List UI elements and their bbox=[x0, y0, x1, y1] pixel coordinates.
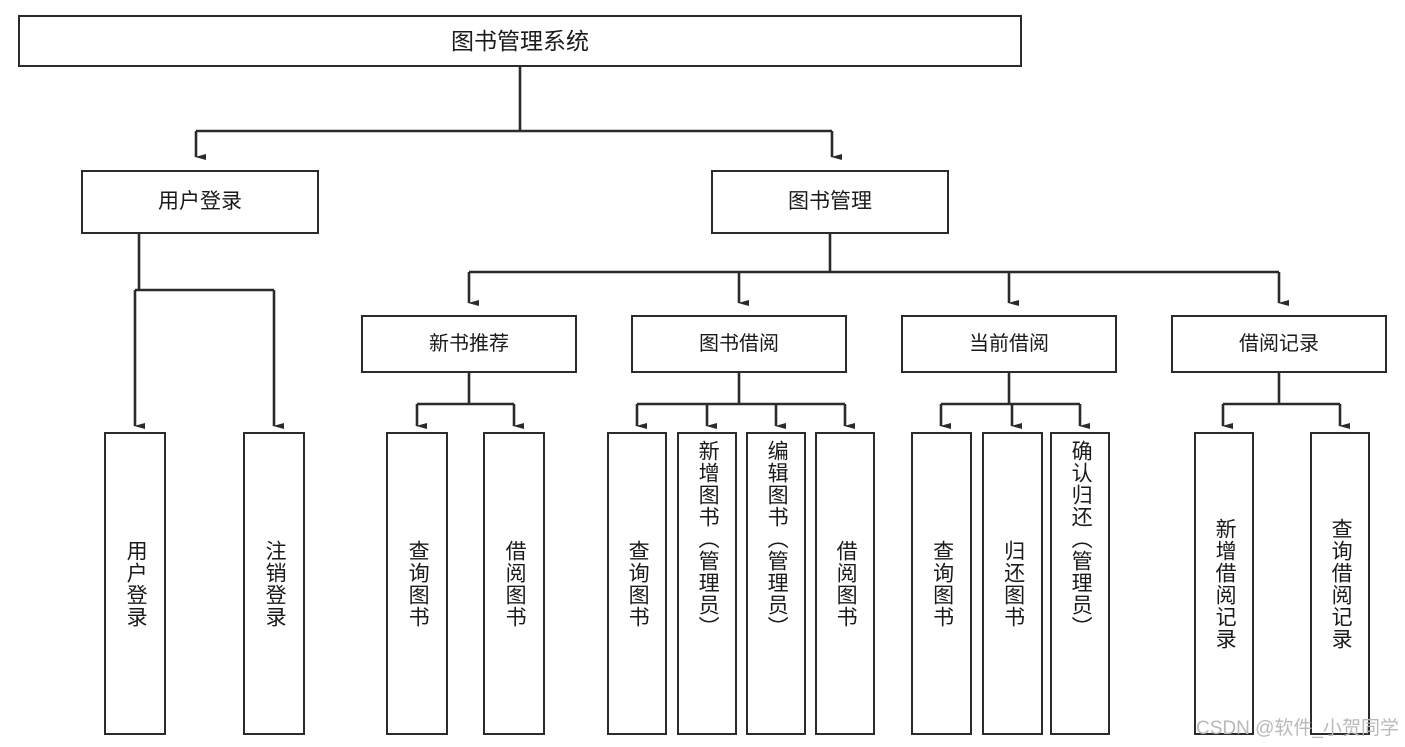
leaf-add-borrow-record[interactable]: 新增借阅记录 bbox=[1194, 432, 1254, 735]
node-label: 查询借阅记录 bbox=[1329, 517, 1353, 650]
leaf-query-book-current[interactable]: 查询图书 bbox=[911, 432, 972, 735]
node-label: 注销登录 bbox=[263, 539, 287, 628]
node-label: 新增借阅记录 bbox=[1213, 517, 1237, 650]
node-user-login[interactable]: 用户登录 bbox=[81, 170, 319, 234]
node-label: 查询图书 bbox=[930, 539, 954, 628]
node-label: 图书管理系统 bbox=[451, 27, 589, 54]
node-label: 用户登录 bbox=[158, 189, 242, 213]
node-current-borrow[interactable]: 当前借阅 bbox=[901, 315, 1117, 373]
leaf-confirm-return-admin[interactable]: 确认归还（管理员） bbox=[1050, 432, 1110, 735]
csdn-watermark: CSDN @软件_小贺同学 bbox=[1196, 718, 1399, 739]
leaf-query-book-borrow[interactable]: 查询图书 bbox=[607, 432, 667, 735]
leaf-logout[interactable]: 注销登录 bbox=[243, 432, 305, 735]
node-book-management[interactable]: 图书管理 bbox=[711, 170, 949, 234]
node-label: 查询图书 bbox=[406, 539, 430, 628]
leaf-query-borrow-record[interactable]: 查询借阅记录 bbox=[1310, 432, 1370, 735]
node-label: 归还图书 bbox=[1001, 539, 1025, 628]
node-label: 编辑图书（管理员） bbox=[765, 440, 789, 638]
leaf-borrow-book[interactable]: 借阅图书 bbox=[815, 432, 875, 735]
node-label: 图书管理 bbox=[788, 189, 872, 213]
node-label: 当前借阅 bbox=[969, 332, 1049, 355]
node-label: 确认归还（管理员） bbox=[1069, 440, 1093, 638]
leaf-add-book-admin[interactable]: 新增图书（管理员） bbox=[677, 432, 737, 735]
leaf-edit-book-admin[interactable]: 编辑图书（管理员） bbox=[746, 432, 806, 735]
leaf-query-book-recommend[interactable]: 查询图书 bbox=[386, 432, 448, 735]
node-label: 图书借阅 bbox=[699, 332, 779, 355]
leaf-user-login[interactable]: 用户登录 bbox=[104, 432, 166, 735]
node-label: 借阅图书 bbox=[834, 539, 858, 628]
node-label: 新增图书（管理员） bbox=[696, 440, 720, 638]
node-book-borrow[interactable]: 图书借阅 bbox=[631, 315, 847, 373]
node-label: 用户登录 bbox=[124, 539, 148, 628]
node-label: 查询图书 bbox=[626, 539, 650, 628]
node-borrow-record[interactable]: 借阅记录 bbox=[1171, 315, 1387, 373]
node-label: 借阅记录 bbox=[1239, 332, 1319, 355]
node-new-book-recommend[interactable]: 新书推荐 bbox=[361, 315, 577, 373]
node-label: 新书推荐 bbox=[429, 332, 509, 355]
node-root-system[interactable]: 图书管理系统 bbox=[18, 15, 1022, 67]
node-label: 借阅图书 bbox=[503, 539, 527, 628]
leaf-return-book[interactable]: 归还图书 bbox=[982, 432, 1043, 735]
leaf-borrow-book-recommend[interactable]: 借阅图书 bbox=[483, 432, 545, 735]
